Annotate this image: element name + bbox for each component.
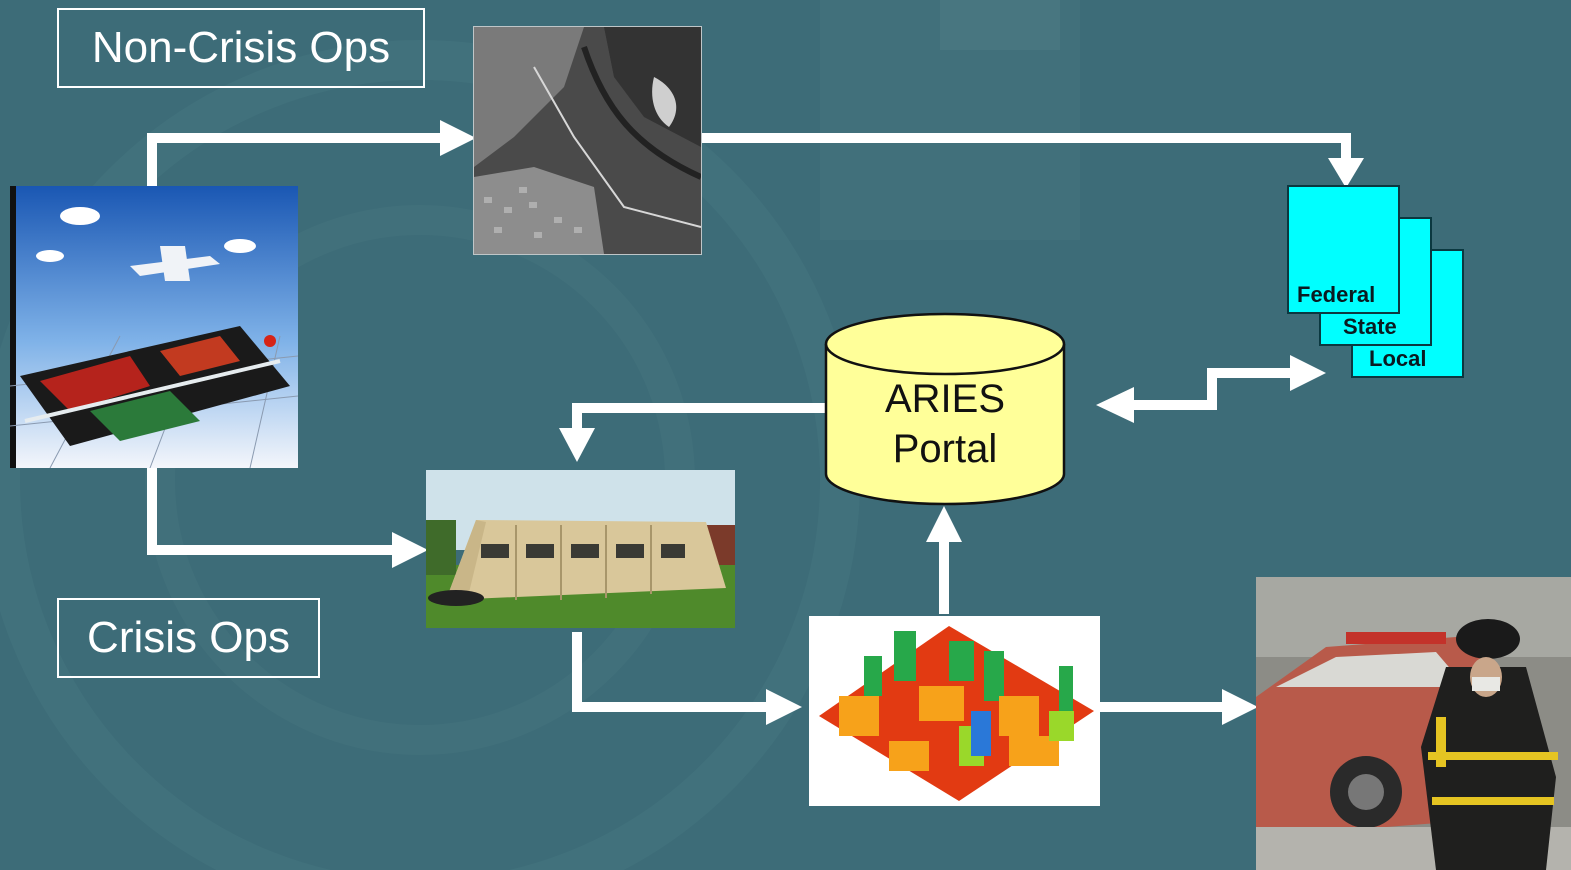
agency-federal-label: Federal bbox=[1297, 282, 1376, 307]
arrow-plane-to-aerial bbox=[147, 133, 440, 186]
agency-card-federal: Federal bbox=[1287, 185, 1400, 314]
arrow-plane-to-tent bbox=[147, 468, 392, 555]
airborne-sensor-image bbox=[10, 186, 298, 468]
agency-local-label: Local bbox=[1369, 346, 1427, 371]
agency-state-label: State bbox=[1343, 314, 1397, 339]
arrow-tent-to-model bbox=[572, 632, 768, 712]
non-crisis-ops-label: Non-Crisis Ops bbox=[57, 8, 425, 88]
aerial-photo-image bbox=[473, 26, 702, 255]
aries-portal-database bbox=[824, 312, 1066, 506]
arrow-portal-to-tent bbox=[572, 403, 825, 430]
crisis-ops-label: Crisis Ops bbox=[57, 598, 320, 678]
arrow-portal-agencies bbox=[1130, 368, 1292, 410]
field-tent-image bbox=[426, 470, 735, 628]
first-responder-image bbox=[1256, 577, 1571, 870]
aries-portal-line2: Portal bbox=[892, 427, 998, 471]
arrow-aerial-to-agencies bbox=[700, 133, 1351, 158]
aries-portal-line1: ARIES bbox=[884, 377, 1006, 421]
city-3d-model-image bbox=[809, 616, 1100, 806]
aries-portal-label: ARIES Portal bbox=[822, 374, 1068, 474]
